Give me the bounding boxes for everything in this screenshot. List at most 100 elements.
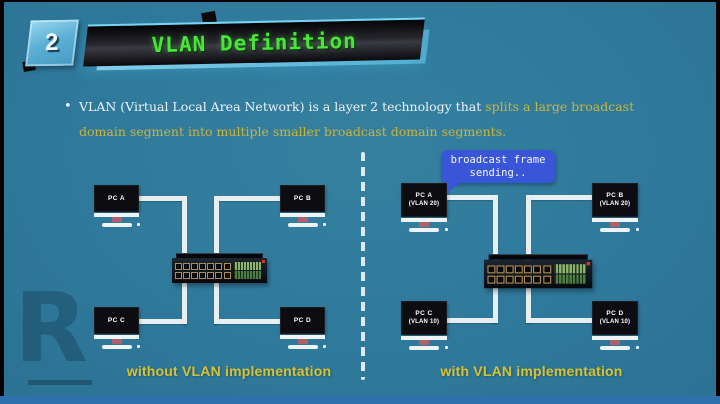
monitor-stand [419,222,429,227]
slide-number-box: 2 [25,19,79,67]
monitor-stand [297,217,308,222]
monitor-stand [111,339,122,344]
switch-lid [488,254,588,260]
switch-device [172,253,267,283]
bullet-marker: • [64,99,72,114]
connection-line [447,195,497,200]
monitor-screen: PC C (VLAN 10) [401,301,447,335]
monitor-stand [610,340,620,345]
switch-ports [487,264,541,284]
monitor-stand [610,222,620,227]
monitor-base [409,346,439,350]
monitor-base [409,228,439,232]
pc-label: PC D [293,316,312,324]
pc-c-right: PC C (VLAN 10) [401,301,448,350]
switch-device [484,254,593,289]
dashed-divider [361,152,365,380]
pc-a-right: PC A (VLAN 20) [401,183,448,232]
monitor-screen: PC B (VLAN 20) [592,183,638,217]
switch-body [172,258,267,283]
pc-label: PC B [293,194,312,202]
monitor-screen: PC D [280,307,325,334]
switch-lid [176,253,263,258]
bullet-text-plain: VLAN (Virtual Local Area Network) is a l… [79,99,486,114]
monitor-stand [297,339,308,344]
pc-vlan-label: (VLAN 10) [408,319,440,325]
page-title: VLAN Definition [151,28,357,58]
monitor-base [287,223,318,227]
connection-line [214,196,219,273]
mouse-dot [636,346,639,349]
connection-line [493,270,498,323]
watermark-logo: R [14,272,88,384]
monitor-bezel [401,218,447,222]
monitor-screen: PC A (VLAN 20) [401,183,447,217]
pc-label: PC C [415,310,433,317]
connection-line [526,318,592,323]
slide-background: R VLAN Definition 2 • VLAN (Virtual Loca… [4,2,716,396]
connection-line [182,196,187,273]
monitor-bezel [94,213,139,217]
bullet-paragraph: • VLAN (Virtual Local Area Network) is a… [64,94,676,144]
broadcast-tooltip: broadcast frame sending.. [441,150,555,193]
monitor-screen: PC A [94,185,139,212]
title-banner: VLAN Definition [83,17,425,67]
connection-line [526,195,592,200]
switch-label-panel [554,264,586,284]
switch-ports [175,262,222,279]
pc-label: PC B [606,192,624,199]
monitor-base [287,345,318,349]
pc-label: PC A [108,194,125,202]
pc-c-left: PC C [94,307,140,349]
right-caption: with VLAN implementation [440,363,623,379]
switch-led [586,261,591,266]
tooltip-line1: broadcast frame [450,153,546,166]
left-caption: without VLAN implementation [126,363,332,379]
monitor-screen: PC C [94,307,139,334]
tooltip-line2: sending.. [469,166,527,179]
pc-d-left: PC D [280,307,326,349]
bullet-text-highlight: splits a large broadcast domain segment … [79,99,635,139]
connection-line [214,268,219,324]
pc-b-left: PC B [280,185,326,227]
monitor-screen: PC D (VLAN 10) [592,301,638,335]
switch-body [484,259,593,289]
bullet-text: VLAN (Virtual Local Area Network) is a l… [79,94,676,144]
connection-line [526,270,531,323]
monitor-stand [111,217,122,222]
monitor-bezel [280,335,325,339]
connection-line [138,196,187,201]
connection-line [493,195,498,276]
monitor-bezel [401,336,447,340]
monitor-base [600,228,630,232]
connection-line [214,319,280,324]
monitor-base [600,346,630,350]
watermark-text-smudge [28,380,92,385]
pc-a-left: PC A [94,185,140,227]
mouse-dot [137,223,140,226]
switch-uplink-ports [543,264,552,284]
connection-line [214,196,280,201]
pc-b-right: PC B (VLAN 20) [592,183,639,232]
monitor-base [101,223,132,227]
connection-line [526,195,531,276]
switch-led [262,260,265,263]
mouse-dot [323,223,326,226]
connection-line [138,319,187,324]
monitor-bezel [94,335,139,339]
monitor-bezel [280,213,325,217]
monitor-stand [419,340,429,345]
bottom-accent-strip [0,396,720,404]
mouse-dot [323,345,326,348]
connection-line [447,318,497,323]
pc-label: PC D [606,310,624,317]
pc-d-right: PC D (VLAN 10) [592,301,639,350]
monitor-base [101,345,132,349]
pc-vlan-label: (VLAN 20) [408,201,440,207]
pc-label: PC C [107,316,126,324]
tooltip-tail [447,181,462,193]
pc-label: PC A [415,192,433,199]
switch-label-panel [234,262,261,279]
mouse-dot [137,345,140,348]
